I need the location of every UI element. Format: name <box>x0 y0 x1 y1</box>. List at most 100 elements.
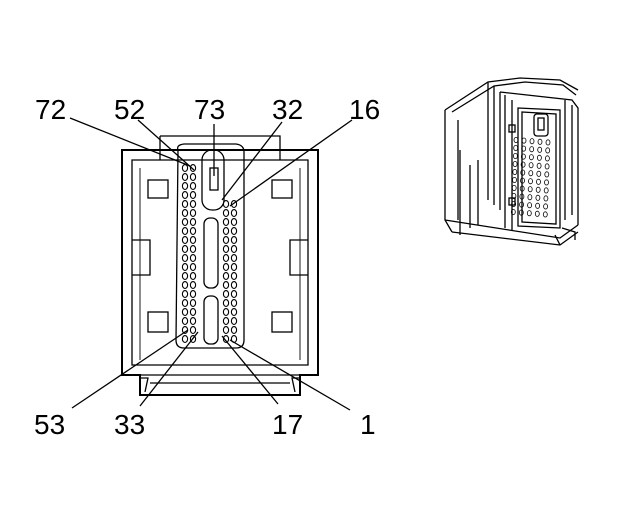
pin-label-16: 16 <box>349 94 380 125</box>
pin-cavity <box>181 254 189 262</box>
iso-pin-cavity <box>510 208 516 215</box>
iso-pin-cavity <box>521 145 527 152</box>
pin-cavity <box>222 245 230 253</box>
iso-pin-cavity <box>535 186 541 193</box>
pin-cavity <box>230 236 238 244</box>
iso-pin-cavity <box>545 139 551 146</box>
iso-pin-cavity <box>537 146 543 153</box>
connector-isometric-view <box>444 77 579 246</box>
leader-16 <box>229 119 353 207</box>
pin-label-17: 17 <box>272 409 303 440</box>
iso-pin-cavity <box>528 178 533 185</box>
iso-pin-cavity <box>545 147 551 154</box>
iso-pin-cavity <box>528 170 534 177</box>
housing-inner-outline <box>131 159 309 366</box>
iso-pin-cavity <box>519 185 525 192</box>
iso-pin-cavity <box>521 137 527 144</box>
iso-pin-cavity <box>543 195 549 202</box>
iso-pin-cavity <box>518 209 524 216</box>
pin-cavity <box>222 326 230 334</box>
pin-cavity <box>181 263 189 271</box>
pin-cavity <box>189 236 197 244</box>
iso-pin-cavity <box>529 138 535 145</box>
pin-cavity <box>181 245 189 253</box>
pin-cavity <box>222 299 230 307</box>
pin-cavity <box>181 317 189 325</box>
pin-cavity <box>230 245 238 253</box>
pin-cavity <box>230 263 238 271</box>
iso-pin-cavity <box>511 184 517 191</box>
pin-cavity <box>189 200 197 208</box>
connector-face-view <box>121 135 319 396</box>
iso-pin-cavity <box>513 144 519 151</box>
iso-pin-cavity <box>545 155 550 162</box>
pin-cavity <box>222 290 230 298</box>
side-latches <box>132 168 308 360</box>
pin-cavity <box>222 272 230 280</box>
iso-pin-cavity <box>536 178 541 185</box>
pin-cavity <box>181 236 189 244</box>
pin-cavity <box>230 218 238 226</box>
pin-cavity <box>181 218 189 226</box>
pin-label-72: 72 <box>35 94 66 125</box>
iso-pin-cavity <box>512 176 517 183</box>
center-divider-upper <box>203 217 219 289</box>
pin-cavity <box>230 299 238 307</box>
iso-pin-cavity <box>513 152 518 159</box>
iso-pin-cavity <box>512 168 518 175</box>
iso-pin-cavity <box>520 161 526 168</box>
pin-cavity <box>222 218 230 226</box>
iso-pin-cavity <box>535 202 540 209</box>
pin-cavity <box>230 200 238 208</box>
iso-pin-cavity <box>519 193 525 200</box>
pin-cavity <box>222 263 230 271</box>
leader-52 <box>137 119 195 171</box>
iso-pin-cavity <box>537 138 543 145</box>
pin-label-53: 53 <box>34 409 65 440</box>
pin-cavity <box>222 254 230 262</box>
bottom-latch <box>140 377 300 393</box>
pin-cavity <box>230 281 238 289</box>
pin-cavity <box>181 335 189 343</box>
iso-pin-cavity <box>536 170 542 177</box>
pin-cavity <box>189 281 197 289</box>
pin-cavity <box>222 209 230 217</box>
pin-cavity <box>222 200 230 208</box>
pin-label-1: 1 <box>360 409 376 440</box>
pin-label-73: 73 <box>194 94 225 125</box>
iso-pin-cavity <box>520 169 526 176</box>
iso-pin-cavity <box>520 177 525 184</box>
pin-cavity <box>189 164 197 172</box>
iso-pin-cavities <box>510 136 551 218</box>
center-divider-lower <box>203 295 219 345</box>
pin-cavity <box>230 209 238 217</box>
iso-pin-cavity <box>543 187 549 194</box>
iso-pin-cavity <box>527 202 532 209</box>
pin-field-frame <box>175 143 245 349</box>
pin-cavity <box>222 236 230 244</box>
iso-pin-cavity <box>529 154 534 161</box>
pin-cavity <box>189 254 197 262</box>
pin-cavity <box>189 335 197 343</box>
pin-label-52: 52 <box>114 94 145 125</box>
pin-cavity <box>189 218 197 226</box>
leader-33 <box>139 331 199 407</box>
pin-cavity <box>230 326 238 334</box>
pin-cavity <box>181 173 189 181</box>
iso-pin-cavity <box>535 194 541 201</box>
iso-pin-cavity <box>526 210 532 217</box>
pin-cavity <box>181 164 189 172</box>
pin-cavity <box>181 290 189 298</box>
iso-pin-cavity <box>527 186 533 193</box>
pin-cavity <box>181 191 189 199</box>
pin-cavity <box>189 326 197 334</box>
pin-cavity <box>230 254 238 262</box>
pin-cavity <box>230 272 238 280</box>
pin-cavity <box>189 173 197 181</box>
iso-pin-cavity <box>511 200 516 207</box>
leader-53 <box>71 329 189 409</box>
iso-pin-cavity <box>537 154 542 161</box>
iso-pin-cavity <box>528 162 534 169</box>
pin-cavity <box>189 191 197 199</box>
